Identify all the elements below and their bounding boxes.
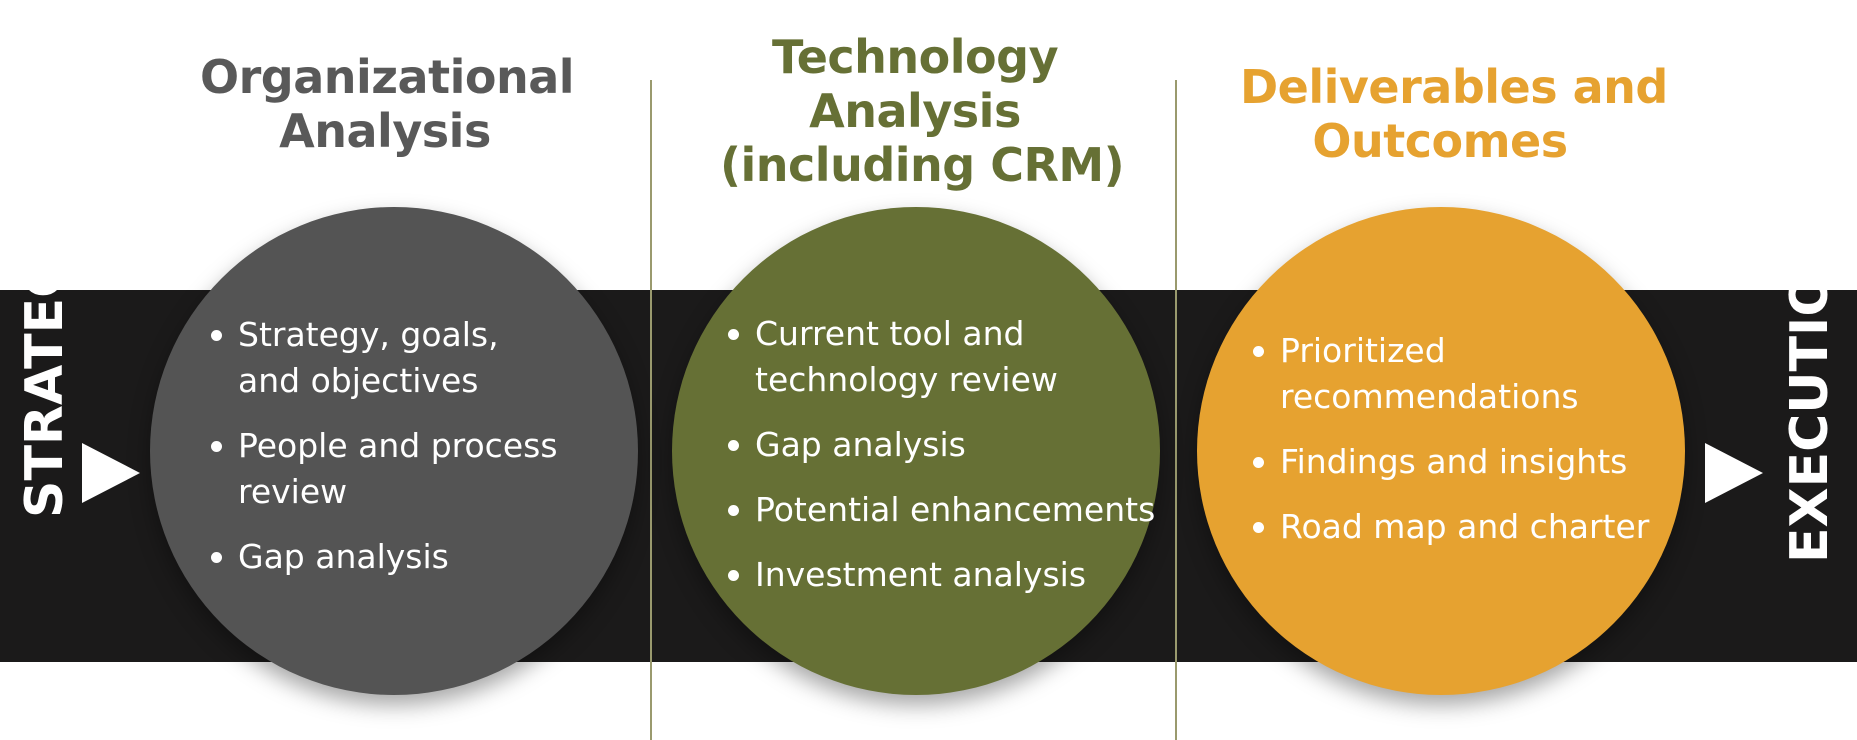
heading-line: Organizational xyxy=(200,50,575,104)
column-divider-1 xyxy=(650,80,652,740)
bullet-item: Prioritized recommendations xyxy=(1250,328,1649,420)
bullet-item: Gap analysis xyxy=(208,534,558,580)
technology-analysis-circle xyxy=(672,207,1160,695)
bullet-item: Gap analysis xyxy=(725,422,1155,468)
heading-line: Analysis xyxy=(279,104,491,158)
bullet-item: Potential enhancements xyxy=(725,487,1155,533)
execution-label: EXECUTION xyxy=(1780,228,1840,563)
technology-analysis-heading: Technology Analysis (including CRM) xyxy=(720,30,1125,192)
bullet-item: Strategy, goals, and objectives xyxy=(208,312,558,404)
deliverables-outcomes-bullets: Prioritized recommendations Findings and… xyxy=(1250,328,1649,569)
strategy-arrow-icon xyxy=(82,443,140,503)
bullet-item: Road map and charter xyxy=(1250,504,1649,550)
deliverables-outcomes-circle xyxy=(1197,207,1685,695)
bullet-item: Findings and insights xyxy=(1250,439,1649,485)
heading-line: (including CRM) xyxy=(720,138,1125,192)
heading-line: Deliverables and xyxy=(1240,60,1668,114)
heading-line: Analysis xyxy=(809,84,1021,138)
heading-line: Outcomes xyxy=(1312,114,1568,168)
heading-line: Technology xyxy=(771,30,1059,84)
organizational-analysis-heading: Organizational Analysis xyxy=(200,50,575,158)
strategy-label: STRATEGY xyxy=(15,218,75,518)
execution-arrow-icon xyxy=(1705,443,1763,503)
deliverables-outcomes-heading: Deliverables and Outcomes xyxy=(1240,60,1668,168)
technology-analysis-bullets: Current tool and technology review Gap a… xyxy=(725,311,1155,617)
organizational-analysis-circle xyxy=(150,207,638,695)
bullet-item: People and process review xyxy=(208,423,558,515)
bullet-item: Investment analysis xyxy=(725,552,1155,598)
column-divider-2 xyxy=(1175,80,1177,740)
organizational-analysis-bullets: Strategy, goals, and objectives People a… xyxy=(208,312,558,599)
bullet-item: Current tool and technology review xyxy=(725,311,1155,403)
